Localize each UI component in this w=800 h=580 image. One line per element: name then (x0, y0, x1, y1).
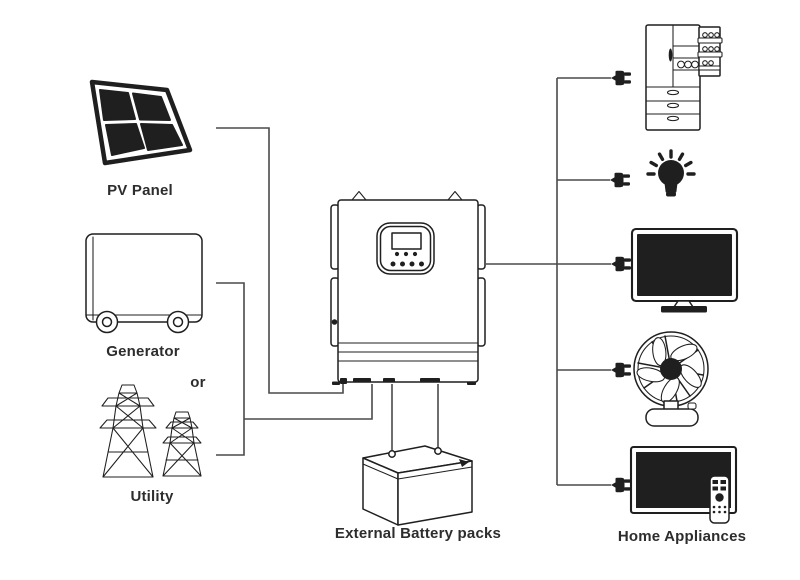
wire-ac-input-to-inverter (244, 384, 373, 420)
home-appliances-label: Home Appliances (617, 528, 747, 545)
inverter-body (337, 199, 479, 383)
wire-pv-to-inverter (216, 127, 344, 394)
power-plugs (610, 70, 631, 493)
pv-panel-icon (89, 79, 193, 166)
power-plug-icon (610, 172, 630, 188)
mounting-hook (447, 190, 463, 201)
battery-icon (362, 445, 473, 526)
remote-control-icon (709, 475, 730, 524)
power-plug-icon (611, 256, 631, 272)
utility-label: Utility (130, 488, 174, 505)
light-rays (646, 149, 696, 176)
fridge-open-door (697, 26, 723, 77)
tv-icon (630, 227, 739, 313)
fan-hub (660, 358, 682, 380)
wiring (216, 77, 611, 486)
generator-label: Generator (106, 343, 180, 360)
battery-front-right (397, 460, 473, 526)
lcd-screen (391, 232, 422, 250)
control-buttons (390, 251, 424, 267)
power-plug-icon (611, 477, 631, 493)
side-knob (331, 319, 338, 325)
refrigerator-icon (645, 24, 723, 131)
power-plug-icon (611, 362, 631, 378)
battery-terminal (388, 450, 396, 458)
door-handle (668, 48, 673, 62)
flat-tv-icon (629, 445, 738, 524)
generator-icon (85, 233, 203, 334)
tv-stand (661, 306, 707, 313)
light-bulb-icon (646, 149, 696, 197)
battery-terminal (434, 447, 442, 455)
fan-base (645, 408, 699, 427)
inverter-icon (330, 190, 486, 385)
mounting-hook (351, 190, 367, 201)
battery-label: External Battery packs (334, 525, 502, 542)
bottom-terminals (332, 378, 476, 385)
fan-icon (633, 331, 709, 427)
fan-blades (636, 337, 702, 404)
or-label: or (190, 374, 206, 391)
power-plug-icon (611, 70, 631, 86)
utility-towers-icon (99, 384, 202, 478)
wire-generator-utility (216, 282, 245, 456)
pv-panel-label: PV Panel (107, 182, 173, 199)
